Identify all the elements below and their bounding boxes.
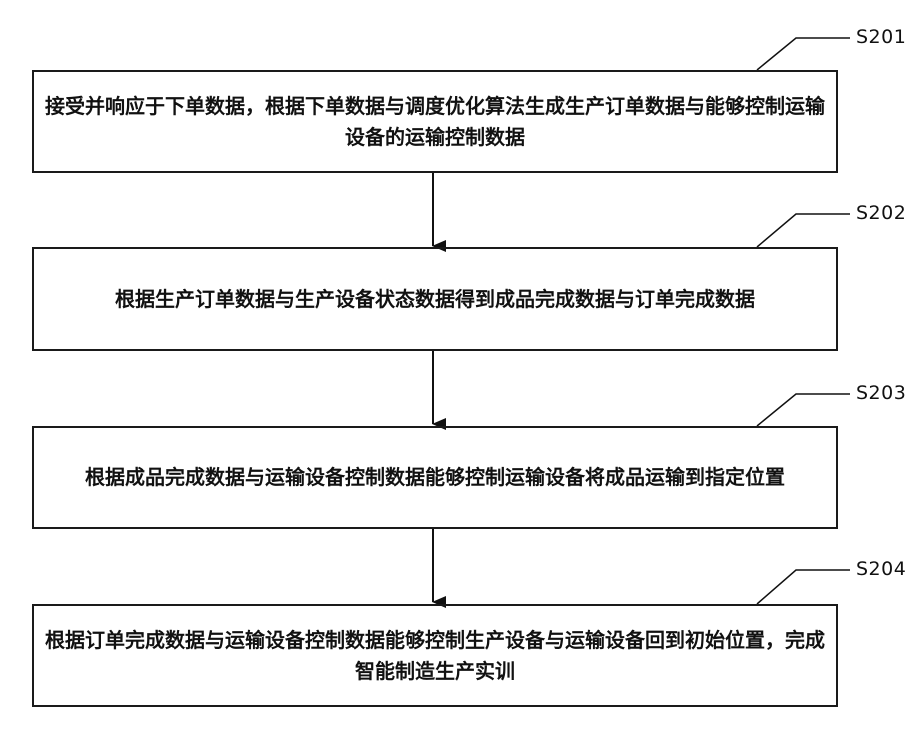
- step-text-s203: 根据成品完成数据与运输设备控制数据能够控制运输设备将成品运输到指定位置: [77, 462, 793, 493]
- step-box-s204: 根据订单完成数据与运输设备控制数据能够控制生产设备与运输设备回到初始位置，完成智…: [32, 604, 838, 707]
- leader-s203: [757, 394, 850, 426]
- step-text-s201: 接受并响应于下单数据，根据下单数据与调度优化算法生成生产订单数据与能够控制运输设…: [34, 91, 836, 153]
- leader-s204: [757, 570, 850, 604]
- step-text-s204: 根据订单完成数据与运输设备控制数据能够控制生产设备与运输设备回到初始位置，完成智…: [34, 625, 836, 687]
- step-label-s201: S201: [856, 26, 906, 48]
- step-label-s204: S204: [856, 558, 906, 580]
- leader-s201: [757, 38, 850, 70]
- step-label-s202: S202: [856, 202, 906, 224]
- step-label-s203: S203: [856, 382, 906, 404]
- step-box-s201: 接受并响应于下单数据，根据下单数据与调度优化算法生成生产订单数据与能够控制运输设…: [32, 70, 838, 173]
- step-box-s203: 根据成品完成数据与运输设备控制数据能够控制运输设备将成品运输到指定位置: [32, 426, 838, 529]
- step-box-s202: 根据生产订单数据与生产设备状态数据得到成品完成数据与订单完成数据: [32, 247, 838, 351]
- step-text-s202: 根据生产订单数据与生产设备状态数据得到成品完成数据与订单完成数据: [107, 284, 763, 315]
- leader-s202: [757, 214, 850, 247]
